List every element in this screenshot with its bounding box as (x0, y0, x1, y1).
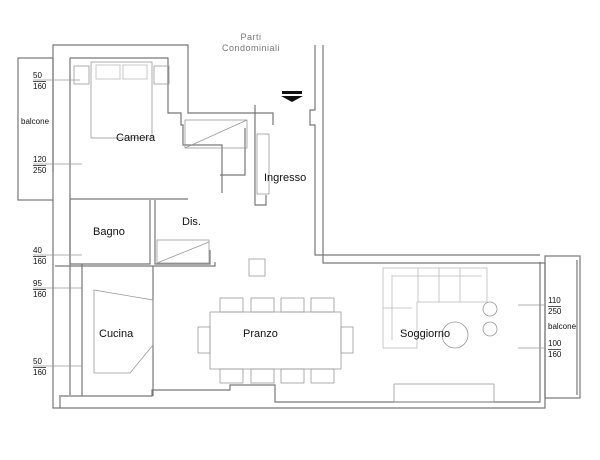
room-label-dis: Dis. (182, 216, 201, 228)
window-width: 95 (33, 279, 47, 290)
sofa (382, 267, 488, 349)
window-markers (33, 79, 545, 367)
common-area-line1: Parti (240, 32, 262, 42)
entrance-arrow-icon (281, 91, 303, 102)
tv-cabinet (393, 383, 495, 403)
window-width: 110 (548, 296, 562, 307)
wardrobe (184, 119, 248, 149)
room-label-balcone-left: balcone (21, 117, 50, 126)
window-height: 160 (548, 350, 562, 359)
window-height: 160 (33, 290, 47, 299)
window-width: 50 (33, 357, 47, 368)
kitchen-counter (93, 289, 154, 374)
coffee-table (441, 321, 469, 349)
window-height: 160 (33, 257, 47, 266)
column (248, 258, 266, 277)
room-label-bagno: Bagno (93, 226, 125, 238)
window-width: 120 (33, 155, 47, 166)
pouf (482, 321, 498, 337)
window-height: 160 (33, 368, 47, 377)
room-label-cucina: Cucina (99, 328, 134, 340)
window-height: 250 (548, 307, 562, 316)
dining-table (197, 297, 354, 384)
room-label-balcone-right: balcone (548, 322, 577, 331)
room-label-pranzo: Pranzo (243, 328, 278, 340)
window-width: 100 (548, 339, 562, 350)
window-height: 250 (33, 166, 47, 175)
window-width: 40 (33, 246, 47, 257)
bed (73, 61, 170, 139)
room-label-soggiorno: Soggiorno (400, 328, 451, 340)
window-width: 50 (33, 71, 47, 82)
room-label-ingresso: Ingresso (264, 172, 307, 184)
common-area-line2: Condominiali (222, 43, 281, 53)
closet (156, 239, 210, 264)
pouf (482, 301, 498, 317)
room-label-camera: Camera (116, 132, 156, 144)
outer-walls (52, 44, 546, 409)
balcony-right (544, 255, 581, 399)
window-height: 160 (33, 82, 47, 91)
common-area-label: Parti Condominiali (222, 32, 280, 54)
entry-cabinet (256, 133, 270, 195)
balcony-left (17, 57, 54, 201)
